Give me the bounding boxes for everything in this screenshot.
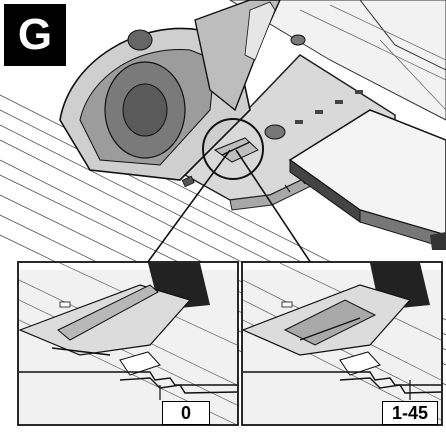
inset-right-label: 1-45 [382,401,438,425]
figure-badge: G [4,4,66,66]
inset-left-label: 0 [162,401,210,425]
